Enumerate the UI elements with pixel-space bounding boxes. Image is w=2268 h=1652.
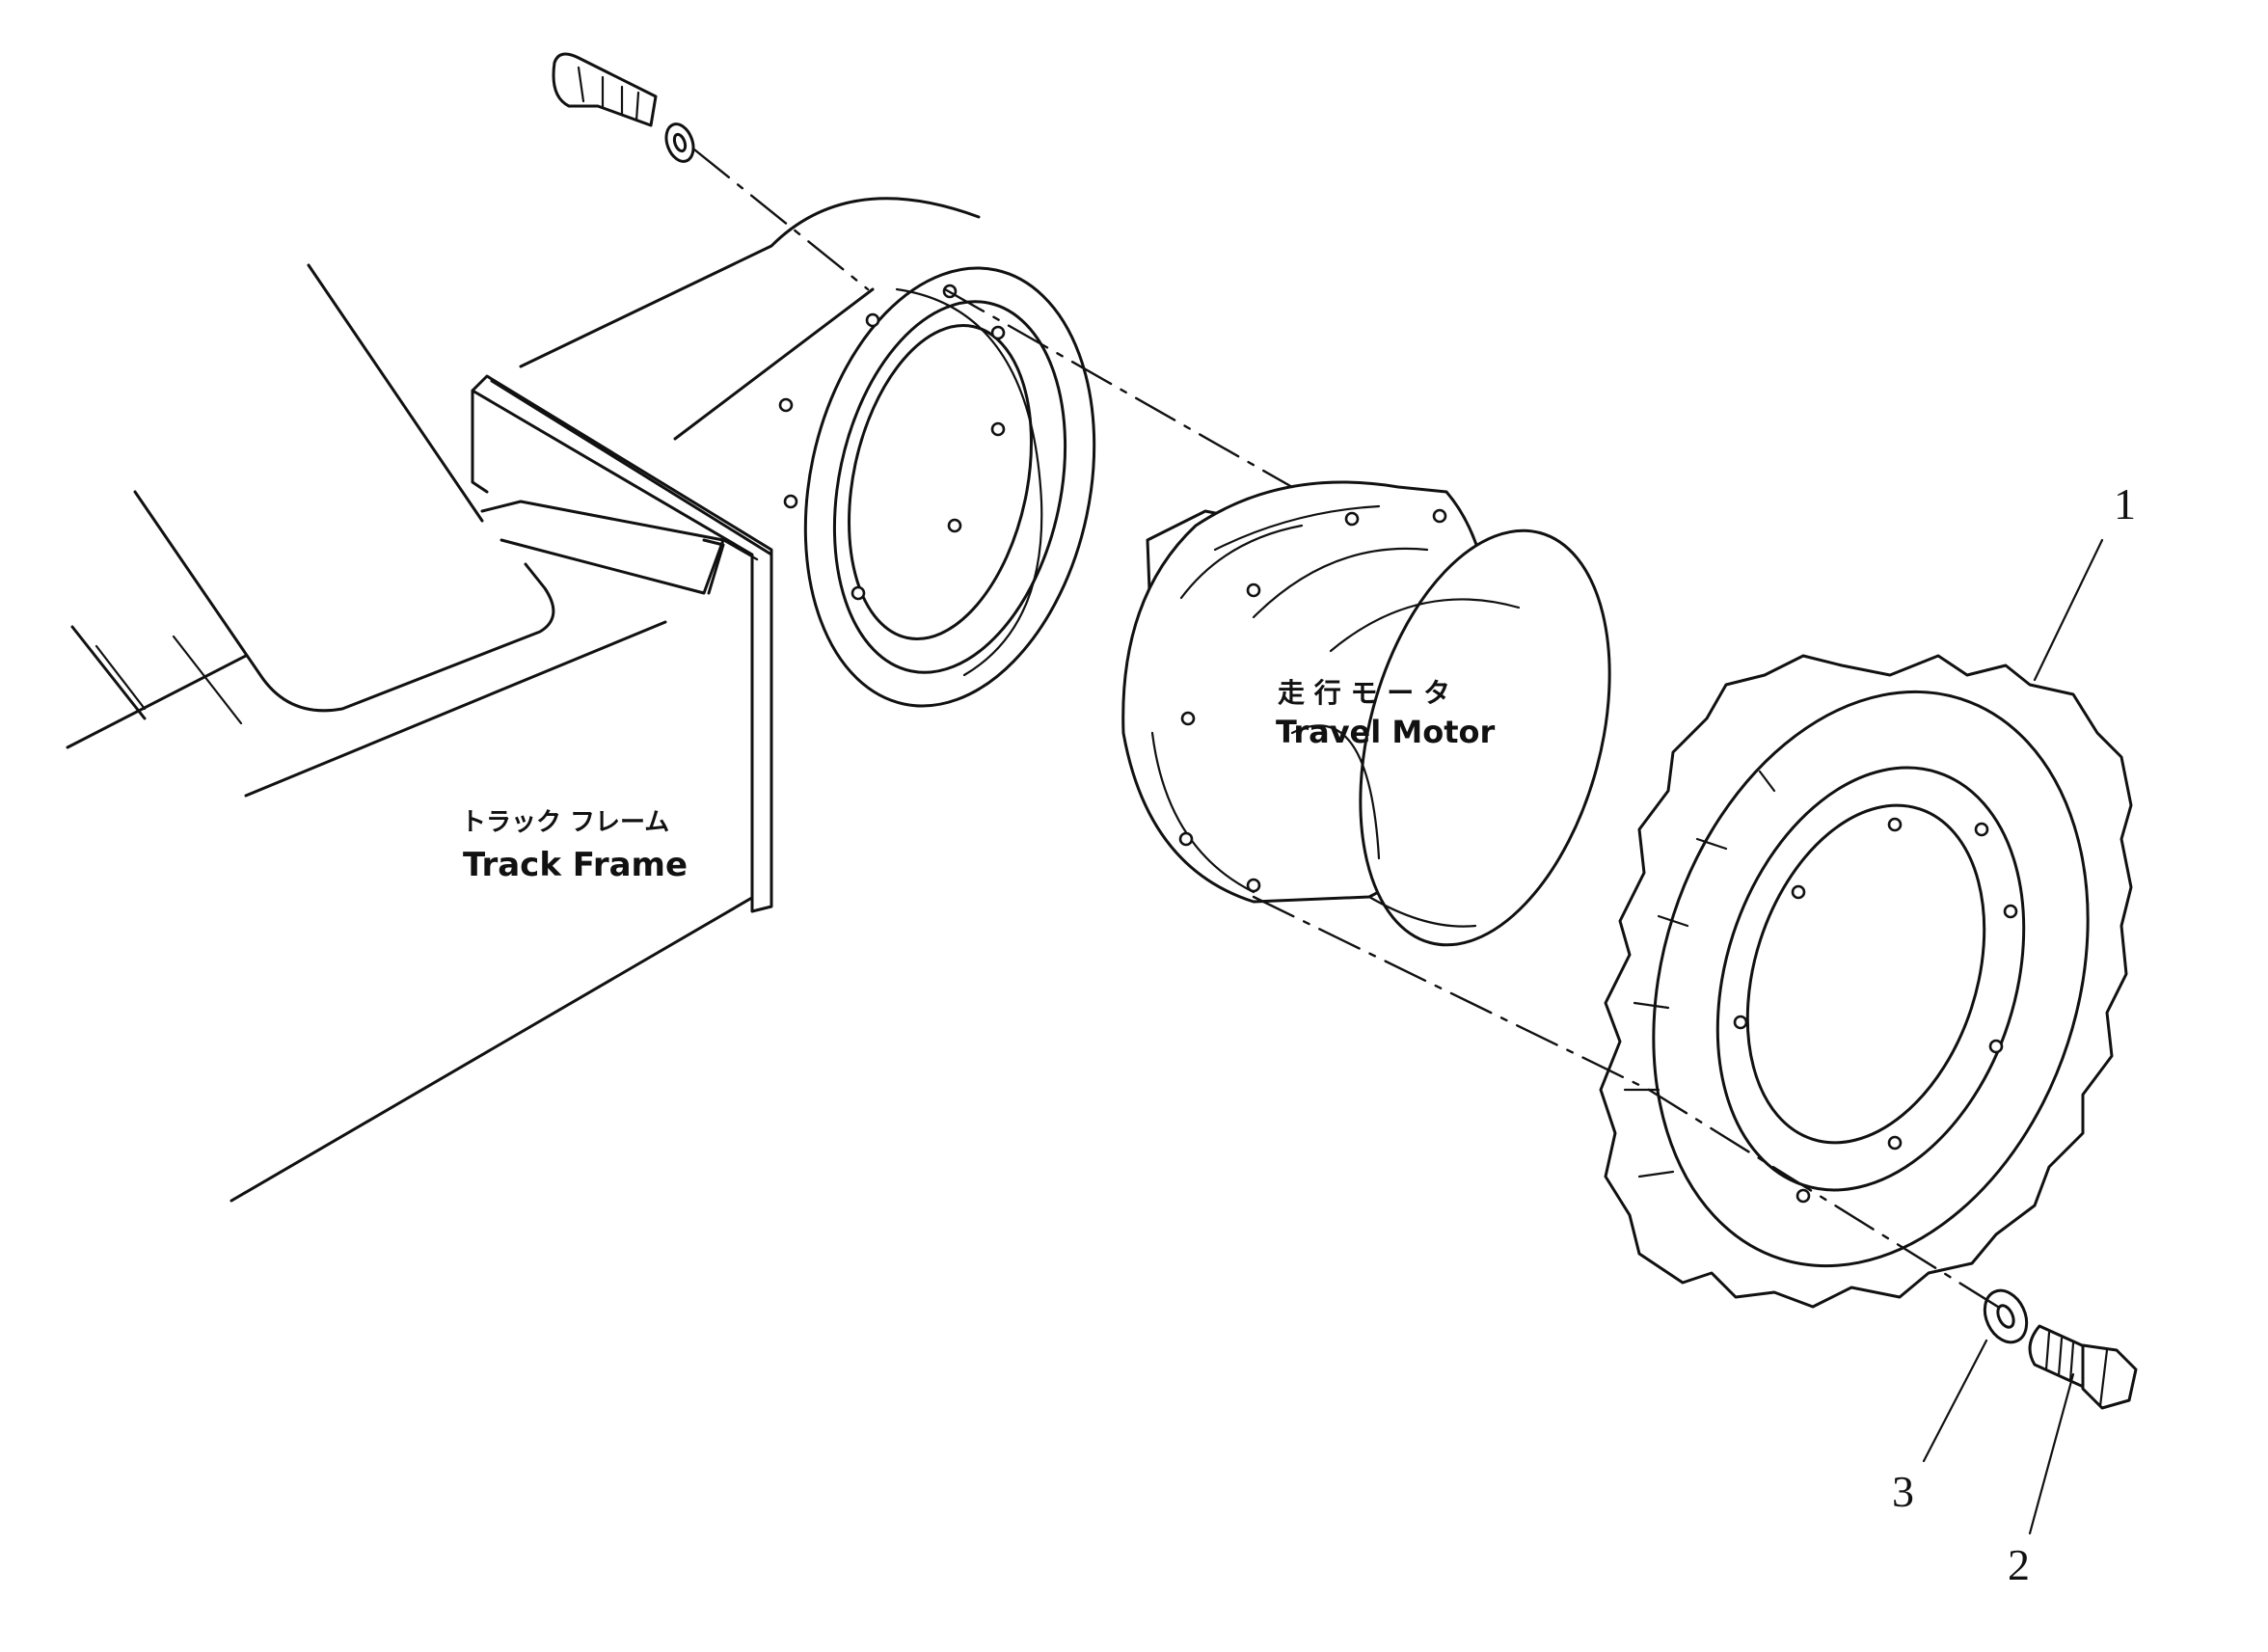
motor-housing	[519, 197, 1096, 708]
callout-3: 3	[1892, 1467, 1914, 1516]
alignment-lines	[692, 148, 2104, 1535]
sprocket	[1599, 654, 2133, 1309]
travel-motor-label-en: Travel Motor	[1276, 714, 1496, 750]
callout-1: 1	[2114, 479, 2136, 528]
travel-motor-label-jp: 走 行 モ ー タ	[1278, 677, 1450, 709]
bottom-washer	[1983, 1288, 2029, 1344]
track-frame-label-jp: トラック フレーム	[461, 808, 670, 837]
track-frame-label-en: Track Frame	[463, 846, 688, 884]
travel-motor	[1121, 480, 1611, 947]
top-bolt-washer	[552, 52, 695, 163]
callout-2: 2	[2008, 1540, 2030, 1589]
track-frame	[66, 263, 773, 1203]
bottom-bolt	[2028, 1324, 2138, 1410]
